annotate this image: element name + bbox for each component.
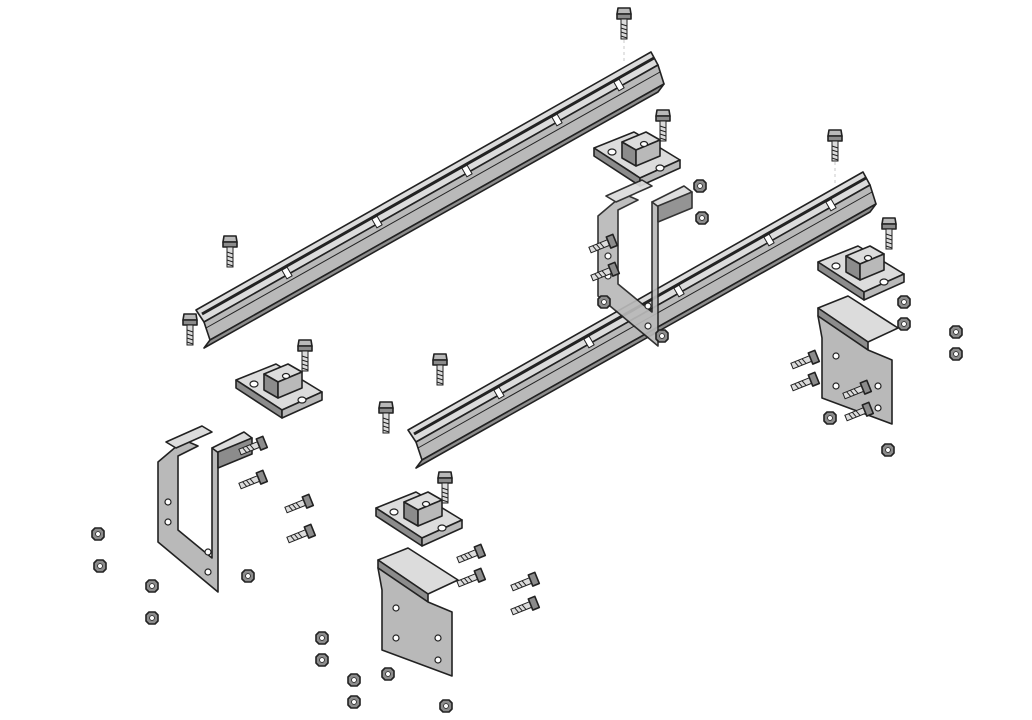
nut xyxy=(145,579,159,593)
bolt xyxy=(297,339,313,372)
bolt xyxy=(284,523,317,547)
nut xyxy=(347,695,361,709)
bolt xyxy=(222,235,238,268)
nut xyxy=(881,443,895,457)
bolt xyxy=(282,493,315,517)
rail-left xyxy=(194,50,666,350)
u-bracket-front xyxy=(157,425,253,593)
bolt xyxy=(378,401,394,434)
nut xyxy=(897,295,911,309)
bolt xyxy=(508,571,541,595)
bolt xyxy=(655,109,671,142)
bolt xyxy=(182,313,198,346)
nut xyxy=(693,179,707,193)
mount-block xyxy=(817,245,905,301)
nut xyxy=(315,653,329,667)
bolt xyxy=(881,217,897,250)
assembly-guide-lines xyxy=(623,40,836,186)
nut xyxy=(347,673,361,687)
bolt xyxy=(454,543,487,567)
bolt xyxy=(236,469,269,493)
bolt xyxy=(454,567,487,591)
nut xyxy=(597,295,611,309)
bolt xyxy=(432,353,448,386)
bolt xyxy=(508,595,541,619)
nut xyxy=(655,329,669,343)
nut xyxy=(93,559,107,573)
plate-bracket-front xyxy=(377,547,459,677)
bolt xyxy=(616,7,632,40)
mount-block xyxy=(375,491,463,547)
nut xyxy=(91,527,105,541)
nut xyxy=(315,631,329,645)
mount-block xyxy=(235,363,323,419)
mount-block xyxy=(593,131,681,187)
nut xyxy=(381,667,395,681)
nut xyxy=(145,611,159,625)
plate-bracket-rear xyxy=(817,295,899,425)
nut xyxy=(439,699,453,713)
bolt xyxy=(827,129,843,162)
nut xyxy=(241,569,255,583)
bolt xyxy=(788,349,821,373)
nut xyxy=(949,347,963,361)
nut xyxy=(897,317,911,331)
nut xyxy=(823,411,837,425)
bolt xyxy=(788,371,821,395)
nut xyxy=(695,211,709,225)
nut xyxy=(949,325,963,339)
